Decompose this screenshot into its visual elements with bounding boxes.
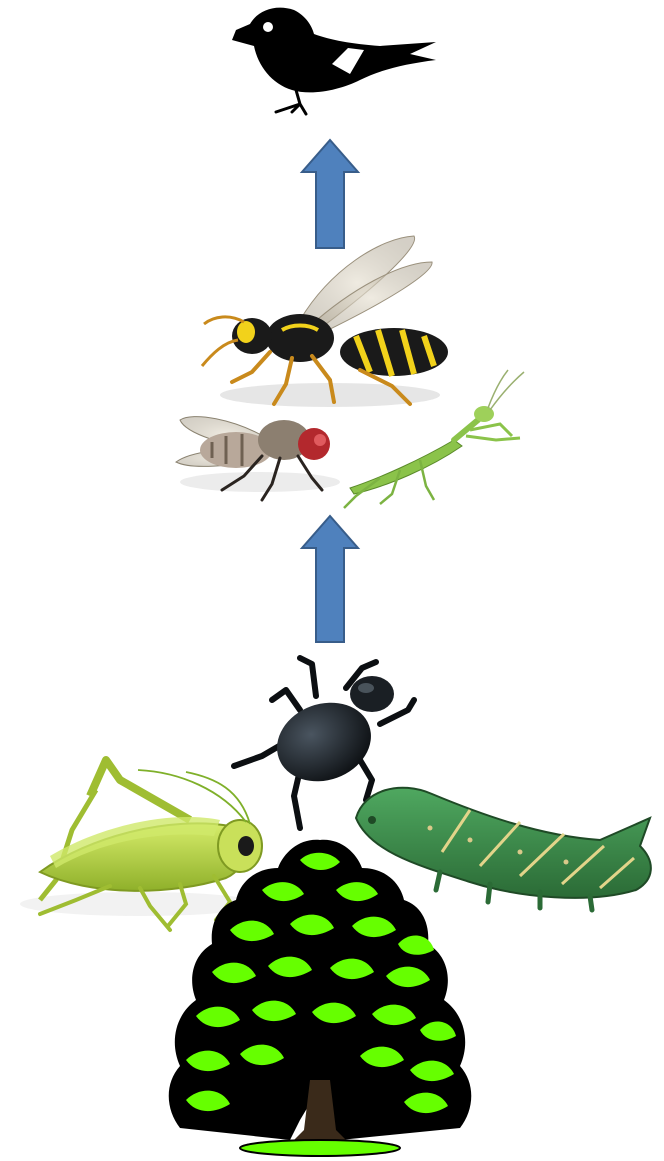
tree-icon xyxy=(169,840,472,1156)
wasp-icon xyxy=(202,236,448,407)
arrow-predators-to-bird xyxy=(302,140,358,248)
bird-icon xyxy=(232,8,436,114)
fly-icon xyxy=(176,417,340,500)
arrow-herbivores-to-predators xyxy=(302,516,358,642)
grasshopper-icon xyxy=(20,760,262,930)
